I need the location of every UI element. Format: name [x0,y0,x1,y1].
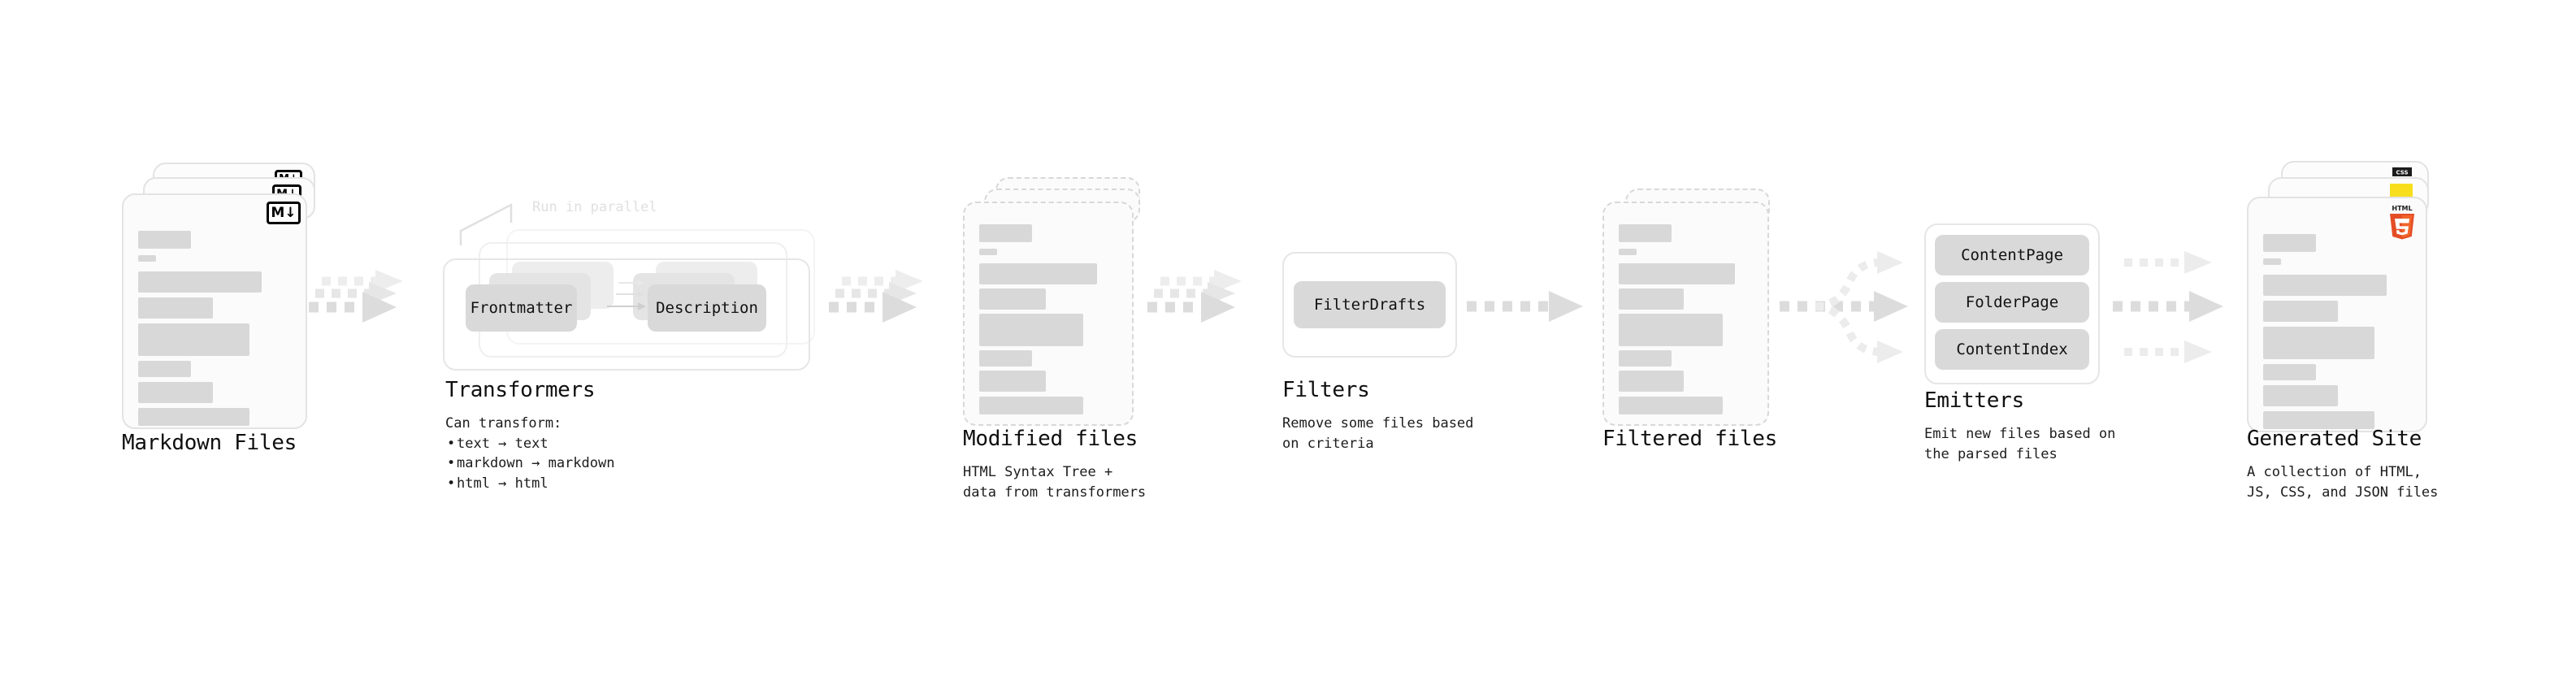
svg-text:CSS: CSS [2396,170,2408,176]
stage-title-generated-site: Generated Site [2247,427,2422,451]
skeleton-bar [979,263,1097,284]
connector-emitters-to-site [2113,251,2223,363]
generated-site-card-stack: CSS HTML [2247,161,2458,437]
skeleton-bar [1619,350,1672,367]
emitter-chip-folderpage[interactable]: FolderPage [1935,282,2089,323]
filtered-files-caption: Filtered files [1602,427,1846,451]
svg-text:HTML: HTML [2392,205,2412,212]
connector-modified-to-filters [1147,270,1242,323]
transformer-inner-arrows [607,280,646,310]
stage-title-modified-files: Modified files [963,427,1138,451]
stage-title-markdown-files: Markdown Files [122,431,297,455]
emitter-chip-contentindex-label: ContentIndex [1956,340,2068,358]
markdown-files-card-stack: M↓ M↓ M↓ [122,163,333,431]
emitters-caption: Emitters Emit new files based on the par… [1924,388,2201,464]
skeleton-bar [2263,364,2316,380]
filters-groupbox [1282,252,1457,358]
transformers-groupbox-front [443,258,810,371]
skeleton-bar [1619,371,1684,392]
skeleton-bar [979,224,1032,242]
transformer-chip-frontmatter[interactable]: Frontmatter [466,284,577,332]
skeleton-bar [2263,301,2338,322]
transformers-group: Run in parallel Frontmatter Descrip [443,195,825,374]
skeleton-bar [138,323,249,356]
emitters-group: ContentPage FolderPage ContentIndex [1924,223,2111,394]
transformers-list-item: text → text [445,434,754,454]
emitter-chip-contentpage-label: ContentPage [1961,246,2063,264]
run-in-parallel-bracket [459,202,513,245]
transformers-list-lead: Can transform: [445,415,562,432]
modified-files-card-stack [963,177,1174,437]
skeleton-bar [1619,263,1735,284]
stage-subtitle-generated-site: A collection of HTML, JS, CSS, and JSON … [2247,464,2439,501]
skeleton-bar [138,382,213,403]
emitter-chip-contentpage[interactable]: ContentPage [1935,235,2089,275]
skeleton-bar [1619,249,1637,255]
skeleton-bar [138,297,213,319]
stage-subtitle-emitters: Emit new files based on the parsed files [1924,426,2116,462]
skeleton-bar [2263,234,2316,252]
skeleton-bar [979,314,1083,346]
skeleton-bar [1619,397,1723,414]
stage-title-emitters: Emitters [1924,388,2024,413]
skeleton-bar [2263,275,2387,296]
connector-filtered-to-emitters [1780,251,1908,363]
filters-group: FilterDrafts [1282,252,1461,366]
skeleton-bar [2263,258,2281,265]
skeleton-bar [2263,411,2374,429]
skeleton-bar [2263,385,2338,406]
skeleton-bar [138,255,156,262]
skeleton-bar [138,361,191,377]
transformers-capability-list: Can transform: text → text markdown → ma… [445,414,754,494]
transformer-chip-description[interactable]: Description [648,284,766,332]
skeleton-bar [979,371,1046,392]
connector-filters-to-filtered [1467,291,1583,322]
stage-subtitle-filters: Remove some files based on criteria [1282,415,1474,452]
skeleton-bar [138,231,191,249]
filtered-files-card-stack [1602,189,1814,449]
stage-title-transformers: Transformers [445,378,596,402]
skeleton-bar [979,397,1083,414]
skeleton-bar [979,249,997,255]
skeleton-bar [1619,288,1684,310]
stage-subtitle-modified-files: HTML Syntax Tree + data from transformer… [963,464,1147,501]
skeleton-bar [1619,314,1723,346]
markdown-files-caption: Markdown Files [122,431,366,455]
js-icon [2390,184,2413,200]
skeleton-bar [1619,224,1672,242]
emitters-groupbox [1924,223,2100,384]
skeleton-bar [2263,327,2374,359]
filter-chip-filterdrafts-label: FilterDrafts [1313,296,1426,314]
skeleton-bar [979,288,1046,310]
skeleton-bar [979,350,1032,367]
filter-chip-filterdrafts[interactable]: FilterDrafts [1294,281,1446,328]
generated-site-caption: Generated Site A collection of HTML, JS,… [2247,427,2523,502]
markdown-icon: M↓ [267,202,301,224]
run-in-parallel-label: Run in parallel [532,199,657,215]
transformers-caption: Transformers Can transform: text → text … [445,378,754,494]
emitter-chip-contentindex[interactable]: ContentIndex [1935,329,2089,370]
stage-title-filters: Filters [1282,378,1370,402]
emitter-chip-folderpage-label: FolderPage [1965,293,2059,311]
skeleton-bar [138,408,249,426]
html5-icon: HTML [2390,205,2414,240]
filters-caption: Filters Remove some files based on crite… [1282,378,1550,453]
connector-transformers-to-modified [829,270,923,323]
modified-files-caption: Modified files HTML Syntax Tree + data f… [963,427,1231,502]
skeleton-bar [138,271,262,293]
transformers-list-item: html → html [445,474,754,494]
transformer-chip-description-label: Description [656,299,758,317]
connector-markdown-to-transformers [309,270,403,323]
transformers-list-item: markdown → markdown [445,453,754,474]
transformer-chip-frontmatter-label: Frontmatter [470,299,573,317]
stage-title-filtered-files: Filtered files [1602,427,1777,451]
